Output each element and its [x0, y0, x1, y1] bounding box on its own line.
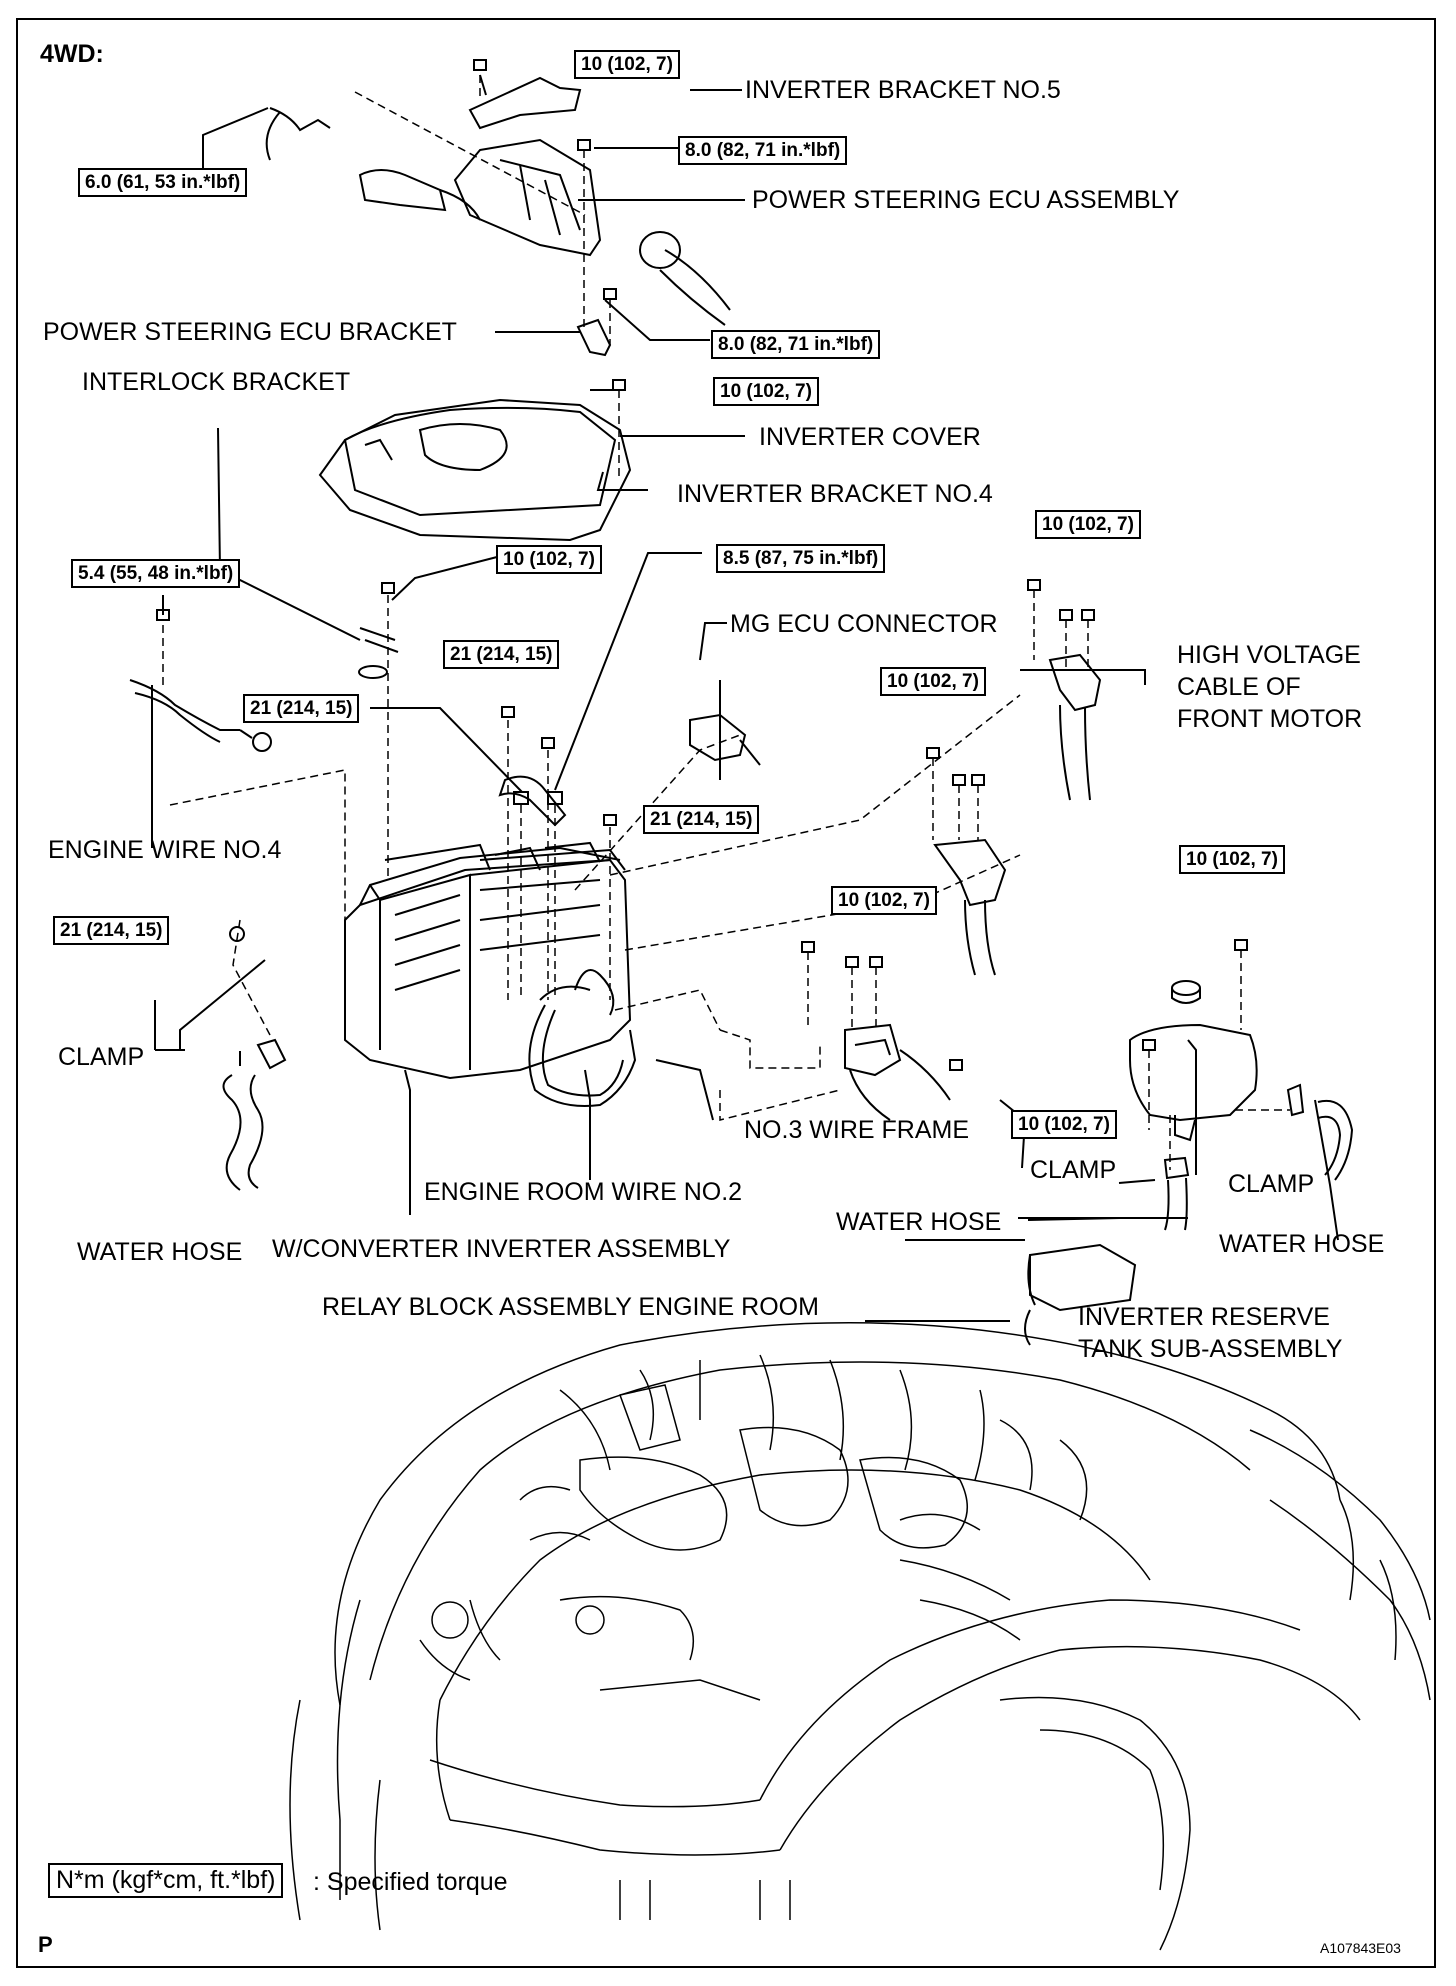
torque-spec-box: 6.0 (61, 53 in.*lbf) [78, 168, 248, 197]
view-label: 4WD: [40, 40, 104, 68]
torque-spec-box: 10 (102, 7) [1035, 510, 1141, 539]
label-converter-inverter-assembly: W/CONVERTER INVERTER ASSEMBLY [272, 1235, 731, 1263]
engine-wire-no4-shape [129, 679, 240, 731]
label-engine-room-wire-no2: ENGINE ROOM WIRE NO.2 [424, 1178, 743, 1206]
ps-ecu-shape [453, 138, 602, 257]
label-reserve-tank-line1: INVERTER RESERVE [1078, 1303, 1330, 1331]
label-relay-block: RELAY BLOCK ASSEMBLY ENGINE ROOM [322, 1293, 819, 1321]
label-inverter-bracket-no5: INVERTER BRACKET NO.5 [745, 76, 1061, 104]
page-marker: P [38, 1932, 53, 1957]
ground-wire-shape [265, 107, 331, 161]
legend-description: : Specified torque [313, 1868, 508, 1896]
torque-spec-box: 21 (214, 15) [243, 694, 360, 723]
label-clamp-left: CLAMP [58, 1043, 145, 1071]
torque-spec-box: 10 (102, 7) [880, 667, 986, 696]
label-power-steering-ecu-assembly: POWER STEERING ECU ASSEMBLY [752, 186, 1180, 214]
label-reserve-tank-line2: TANK SUB-ASSEMBLY [1078, 1335, 1343, 1363]
label-interlock-bracket: INTERLOCK BRACKET [82, 368, 351, 396]
diagram-frame [16, 18, 1436, 1968]
torque-spec-box: 10 (102, 7) [1011, 1110, 1117, 1139]
torque-spec-box: 10 (102, 7) [713, 377, 819, 406]
label-clamp-right: CLAMP [1228, 1170, 1315, 1198]
vehicle-engine-bay-shape [289, 1321, 1431, 1951]
inverter-cover-shape [318, 398, 632, 542]
inverter-assembly-shape [344, 841, 632, 1080]
label-hv-cable-line1: HIGH VOLTAGE [1177, 641, 1361, 669]
label-no3-wire-frame: NO.3 WIRE FRAME [744, 1116, 970, 1144]
label-water-hose-right: WATER HOSE [1219, 1230, 1385, 1258]
label-engine-wire-no4: ENGINE WIRE NO.4 [48, 836, 282, 864]
torque-spec-box: 21 (214, 15) [53, 916, 170, 945]
label-mg-ecu-connector: MG ECU CONNECTOR [730, 610, 998, 638]
torque-spec-box: 10 (102, 7) [574, 50, 680, 79]
figure-code: A107843E03 [1320, 1940, 1401, 1956]
label-clamp-mid: CLAMP [1030, 1156, 1117, 1184]
torque-spec-box: 5.4 (55, 48 in.*lbf) [71, 559, 241, 588]
legend-unit-box: N*m (kgf*cm, ft.*lbf) [48, 1863, 284, 1898]
torque-spec-box: 10 (102, 7) [1179, 845, 1285, 874]
dashed-guides [162, 75, 1290, 1170]
torque-spec-box: 10 (102, 7) [496, 545, 602, 574]
reserve-tank-shape [1129, 1023, 1258, 1122]
leader-lines [151, 74, 1339, 1322]
label-hv-cable-line2: CABLE OF [1177, 673, 1301, 701]
label-water-hose-mid: WATER HOSE [836, 1208, 1002, 1236]
label-inverter-cover: INVERTER COVER [759, 423, 981, 451]
label-water-hose-left: WATER HOSE [77, 1238, 243, 1266]
torque-spec-box: 8.5 (87, 75 in.*lbf) [716, 544, 886, 573]
torque-spec-box: 21 (214, 15) [643, 805, 760, 834]
torque-spec-box: 21 (214, 15) [443, 640, 560, 669]
torque-spec-box: 10 (102, 7) [831, 886, 937, 915]
torque-spec-box: 8.0 (82, 71 in.*lbf) [711, 330, 881, 359]
label-power-steering-ecu-bracket: POWER STEERING ECU BRACKET [43, 318, 457, 346]
label-inverter-bracket-no4: INVERTER BRACKET NO.4 [677, 480, 993, 508]
torque-spec-box: 8.0 (82, 71 in.*lbf) [678, 136, 848, 165]
label-hv-cable-line3: FRONT MOTOR [1177, 705, 1363, 733]
inverter-bracket-no5-shape [468, 76, 582, 130]
